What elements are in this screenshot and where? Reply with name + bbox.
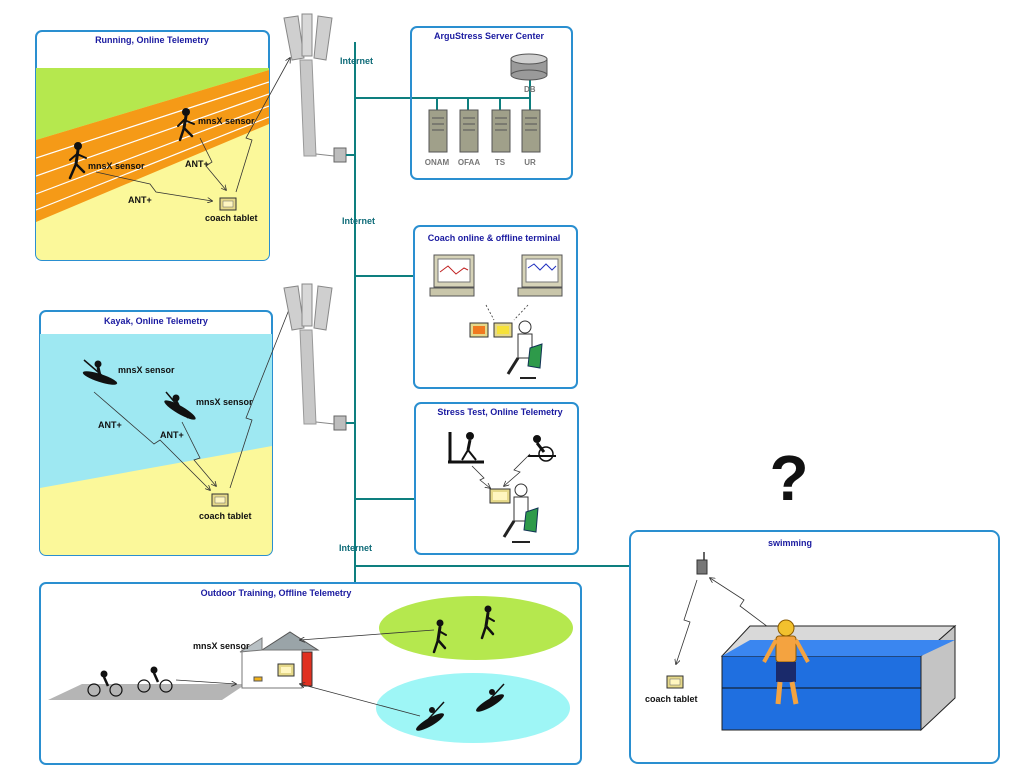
runner-icon bbox=[68, 142, 87, 180]
coach-person-icon bbox=[506, 320, 543, 379]
internet-label: Internet bbox=[342, 216, 375, 226]
radio-link bbox=[676, 579, 698, 664]
coach-tablet-icon bbox=[666, 675, 684, 689]
server-label: TS bbox=[495, 158, 506, 167]
server-label: OFAA bbox=[458, 158, 480, 167]
server-panel-title: ArguStress Server Center bbox=[434, 31, 545, 41]
data-link bbox=[300, 629, 435, 640]
running-track-scene bbox=[36, 68, 269, 260]
database-icon bbox=[510, 53, 548, 81]
runner-icon bbox=[480, 605, 495, 640]
cell-tower-icon bbox=[283, 283, 347, 431]
kayak-ant-label: ANT+ bbox=[160, 430, 184, 440]
kayaker-icon bbox=[476, 683, 505, 712]
kayak-tablet-label: coach tablet bbox=[199, 511, 252, 521]
ant-link bbox=[93, 391, 210, 490]
swimming-pool-icon bbox=[720, 624, 957, 732]
running-panel: Running, Online Telemetry mnsX sensor mn… bbox=[35, 30, 290, 261]
kayaker-icon bbox=[164, 391, 196, 420]
coach-panel-border bbox=[413, 225, 578, 389]
swimming-tablet-label: coach tablet bbox=[645, 694, 698, 704]
laptop-icon bbox=[277, 663, 295, 677]
treadmill-icon bbox=[448, 432, 484, 464]
running-sensor-label: mnsX sensor bbox=[198, 116, 255, 126]
monitor-icon bbox=[429, 254, 475, 297]
server-label: UR bbox=[524, 158, 536, 167]
swimming-panel-title: swimming bbox=[768, 538, 812, 548]
laptop-icon bbox=[469, 322, 489, 338]
server-center-panel: ArguStress Server Center DB ONAM OFAA TS… bbox=[410, 26, 573, 180]
monitor-icon bbox=[517, 254, 563, 297]
server-icon bbox=[459, 109, 479, 153]
ant-link bbox=[181, 421, 216, 486]
uplink bbox=[229, 302, 292, 489]
outdoor-sensor-label: mnsX sensor bbox=[193, 641, 250, 651]
grass-field bbox=[379, 596, 573, 660]
internet-label: Internet bbox=[339, 543, 372, 553]
running-tablet-label: coach tablet bbox=[205, 213, 258, 223]
stress-panel-border bbox=[414, 402, 579, 555]
data-link bbox=[175, 679, 236, 684]
kayak-panel-title: Kayak, Online Telemetry bbox=[104, 316, 208, 326]
coach-tablet-icon bbox=[211, 493, 229, 507]
uplink bbox=[235, 58, 290, 193]
coach-panel-title: Coach online & offline terminal bbox=[428, 233, 561, 243]
running-ant-label: ANT+ bbox=[185, 159, 209, 169]
stress-panel-title: Stress Test, Online Telemetry bbox=[437, 407, 562, 417]
water-area bbox=[376, 673, 570, 743]
server-icon bbox=[491, 109, 511, 153]
data-link bbox=[300, 684, 421, 717]
runner-icon bbox=[177, 108, 195, 142]
radio-link bbox=[710, 578, 773, 631]
stress-test-panel: Stress Test, Online Telemetry bbox=[414, 402, 579, 555]
server-icon bbox=[521, 109, 541, 153]
radio-transmitter-icon bbox=[696, 552, 708, 575]
kayaker-icon bbox=[416, 701, 445, 731]
ant-link bbox=[471, 465, 490, 488]
db-label: DB bbox=[524, 85, 536, 94]
cell-tower-icon bbox=[283, 13, 347, 163]
ant-link bbox=[504, 453, 531, 486]
server-panel-border bbox=[410, 26, 573, 180]
cyclist-icon bbox=[87, 670, 123, 697]
laptop-icon bbox=[489, 488, 511, 504]
ant-link bbox=[199, 137, 226, 190]
server-label: ONAM bbox=[425, 158, 450, 167]
coach-tablet-icon bbox=[219, 197, 237, 211]
coach-terminal-panel: Coach online & offline terminal bbox=[413, 225, 578, 389]
question-mark: ? bbox=[769, 442, 808, 514]
running-panel-title: Running, Online Telemetry bbox=[95, 35, 209, 45]
kayak-panel: Kayak, Online Telemetry mnsX sensor mnsX… bbox=[39, 302, 292, 556]
kayak-ant-label: ANT+ bbox=[98, 420, 122, 430]
laptop-icon bbox=[493, 322, 513, 338]
road bbox=[48, 684, 246, 700]
server-icon bbox=[428, 109, 448, 153]
ergometer-bike-icon bbox=[528, 435, 556, 462]
swimming-panel: swimming coach tablet bbox=[629, 530, 1000, 764]
ant-link bbox=[95, 171, 212, 201]
cyclist-icon bbox=[137, 666, 173, 693]
kayak-sensor-label: mnsX sensor bbox=[196, 397, 253, 407]
kayaker-icon bbox=[82, 359, 118, 385]
swimmer-icon bbox=[762, 619, 810, 705]
runner-icon bbox=[432, 619, 447, 654]
sensor-dock-icon bbox=[253, 676, 263, 682]
internet-label: Internet bbox=[340, 56, 373, 66]
outdoor-panel-title: Outdoor Training, Offline Telemetry bbox=[201, 588, 352, 598]
coach-person-icon bbox=[502, 483, 539, 543]
kayak-sensor-label: mnsX sensor bbox=[118, 365, 175, 375]
running-sensor-label: mnsX sensor bbox=[88, 161, 145, 171]
running-ant-label: ANT+ bbox=[128, 195, 152, 205]
outdoor-panel: Outdoor Training, Offline Telemetry mnsX… bbox=[39, 582, 582, 765]
